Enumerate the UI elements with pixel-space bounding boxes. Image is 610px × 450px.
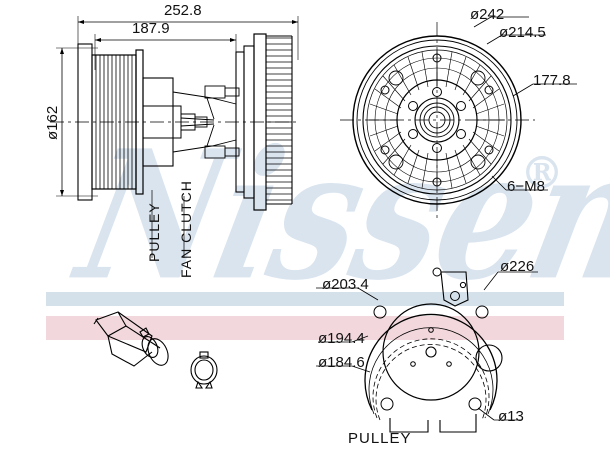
dim-overall-length: 252.8 [164, 2, 202, 19]
spindle-part [93, 311, 169, 367]
dim-bolt-circle: 177.8 [533, 72, 571, 89]
dim-hole-diameter: ø13 [498, 408, 524, 425]
dim-groove-inner: ø184.6 [318, 354, 365, 371]
callout-thread-6-m8: 6−M8 [507, 178, 545, 195]
watermark-band-pink [46, 316, 564, 340]
watermark-registered-icon: ® [520, 148, 564, 199]
rear-view-group [316, 267, 538, 433]
dim-outer-diameter: ø242 [470, 6, 505, 23]
dim-inner-length: 187.9 [132, 20, 170, 37]
front-view-group [340, 16, 577, 218]
retaining-clip-part [190, 351, 218, 389]
dim-pulley-diameter: ø162 [44, 105, 61, 140]
watermark-band-blue-top [46, 292, 564, 306]
dim-body-diameter: ø214.5 [499, 24, 546, 41]
detail-parts-group [93, 311, 218, 389]
label-pulley-rear: PULLEY [348, 430, 412, 447]
dim-flange-diameter: ø226 [500, 258, 535, 275]
label-pulley-section: PULLEY [146, 202, 162, 262]
label-fan-clutch-section: FAN CLUTCH [178, 180, 194, 278]
dim-groove-outer: ø203.4 [322, 276, 369, 293]
section-view-group [50, 16, 300, 258]
dim-groove-mid: ø194.4 [318, 330, 365, 347]
